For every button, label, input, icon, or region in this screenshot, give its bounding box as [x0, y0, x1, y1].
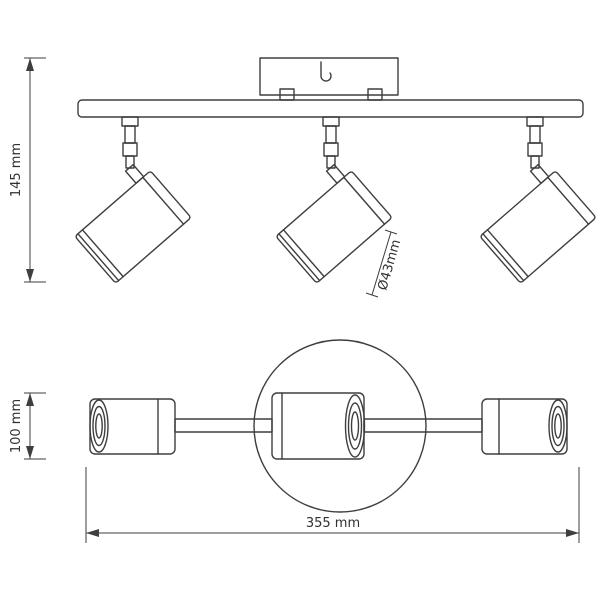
lamp-holder-middle	[271, 392, 366, 460]
terminator-tick-upper	[384, 229, 398, 235]
arrowhead-right	[566, 529, 579, 537]
dimension-line	[371, 231, 392, 296]
connector-rod-left	[174, 418, 273, 433]
lamp-holder-right	[481, 398, 568, 455]
overall-width-label: 355 mm	[306, 516, 360, 531]
arrowhead-down	[26, 269, 34, 282]
spotlight-stem-right	[526, 116, 544, 169]
shade-diameter-label: Ø43mm	[375, 238, 404, 292]
spotlight-stem-left	[121, 116, 139, 169]
socket-rim-inner	[554, 413, 562, 439]
bottom-height-label: 100 mm	[9, 399, 24, 453]
spotlight-shade-left	[63, 158, 192, 284]
spotlight-shade-middle	[264, 158, 393, 284]
side-elevation-view: 145 mm Ø43mm	[9, 57, 597, 298]
socket-rim-outer	[89, 399, 109, 453]
connector-rod-right	[363, 418, 483, 433]
mounting-bar	[77, 99, 584, 118]
arrowhead-left	[86, 529, 99, 537]
spotlight-stem-middle	[322, 116, 340, 169]
width-dimension-355: 355 mm	[85, 467, 580, 543]
holder-body	[271, 392, 365, 460]
socket-rim-middle	[347, 402, 363, 450]
arrowhead-up	[26, 393, 34, 406]
cable-hook-icon	[320, 61, 332, 82]
height-dimension-145: 145 mm	[9, 57, 46, 283]
shade-diameter-dimension: Ø43mm	[365, 229, 404, 298]
height-dimension-label: 145 mm	[9, 143, 24, 197]
height-dimension-100: 100 mm	[9, 392, 46, 460]
terminator-tick-lower	[365, 292, 379, 298]
mount-box-outline	[259, 57, 399, 96]
ceiling-mount-box	[259, 57, 399, 101]
socket-rim-outer	[548, 399, 568, 453]
bottom-view: 100 mm 355 mm	[9, 339, 580, 543]
spotlight-shade-right	[468, 158, 597, 284]
socket-rim-middle	[92, 405, 106, 447]
arrowhead-up	[26, 58, 34, 71]
socket-rim-middle	[551, 405, 565, 447]
arrowhead-down	[26, 446, 34, 459]
socket-rim-inner	[95, 413, 103, 439]
canopy-circle	[253, 339, 427, 513]
lamp-holder-left	[89, 398, 176, 455]
socket-rim-inner	[350, 411, 360, 441]
socket-rim-outer	[344, 394, 366, 458]
